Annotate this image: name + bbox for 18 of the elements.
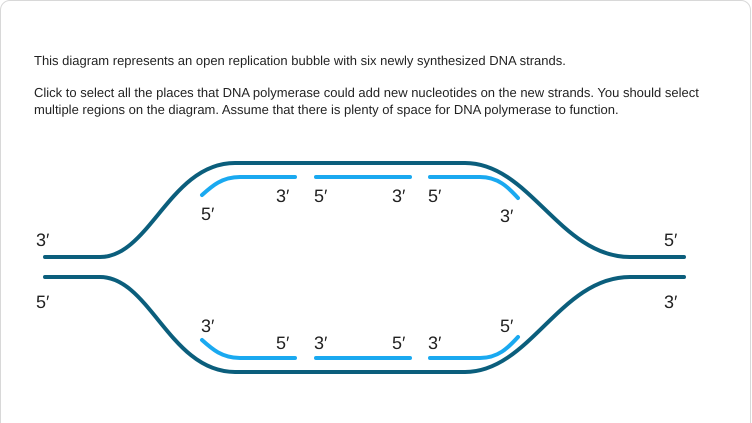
strand-end-label: 3′	[36, 230, 50, 250]
strand-end-label: 5′	[314, 186, 328, 206]
strand-end-label: 5′	[276, 333, 290, 353]
strand-end-label: 5′	[201, 204, 214, 224]
strand-end-label: 5′	[664, 230, 678, 250]
description-text: This diagram represents an open replication bubble with six newly synthesized DNA strands.	[34, 52, 567, 69]
strand-end-label: 5′	[36, 292, 50, 312]
strand-end-label: 3′	[276, 186, 290, 206]
strand-end-label: 3′	[500, 206, 514, 226]
strand-end-label: 3′	[428, 333, 442, 353]
strand-end-label: 3′	[664, 292, 678, 312]
strand-end-label: 3′	[392, 186, 406, 206]
strand-end-label: 3′	[314, 333, 328, 353]
strand-end-label: 5′	[500, 316, 514, 336]
strand-end-label: 5′	[428, 186, 442, 206]
instruction-text: Click to select all the places that DNA polymerase could add new nucleotides on the new strands. You should select multiple regions on the diagram. Assume that there is plenty of space for DNA polymerase to function.	[34, 84, 700, 118]
strand-end-label: 5′	[392, 333, 406, 353]
strand-end-label: 3′	[201, 316, 214, 336]
